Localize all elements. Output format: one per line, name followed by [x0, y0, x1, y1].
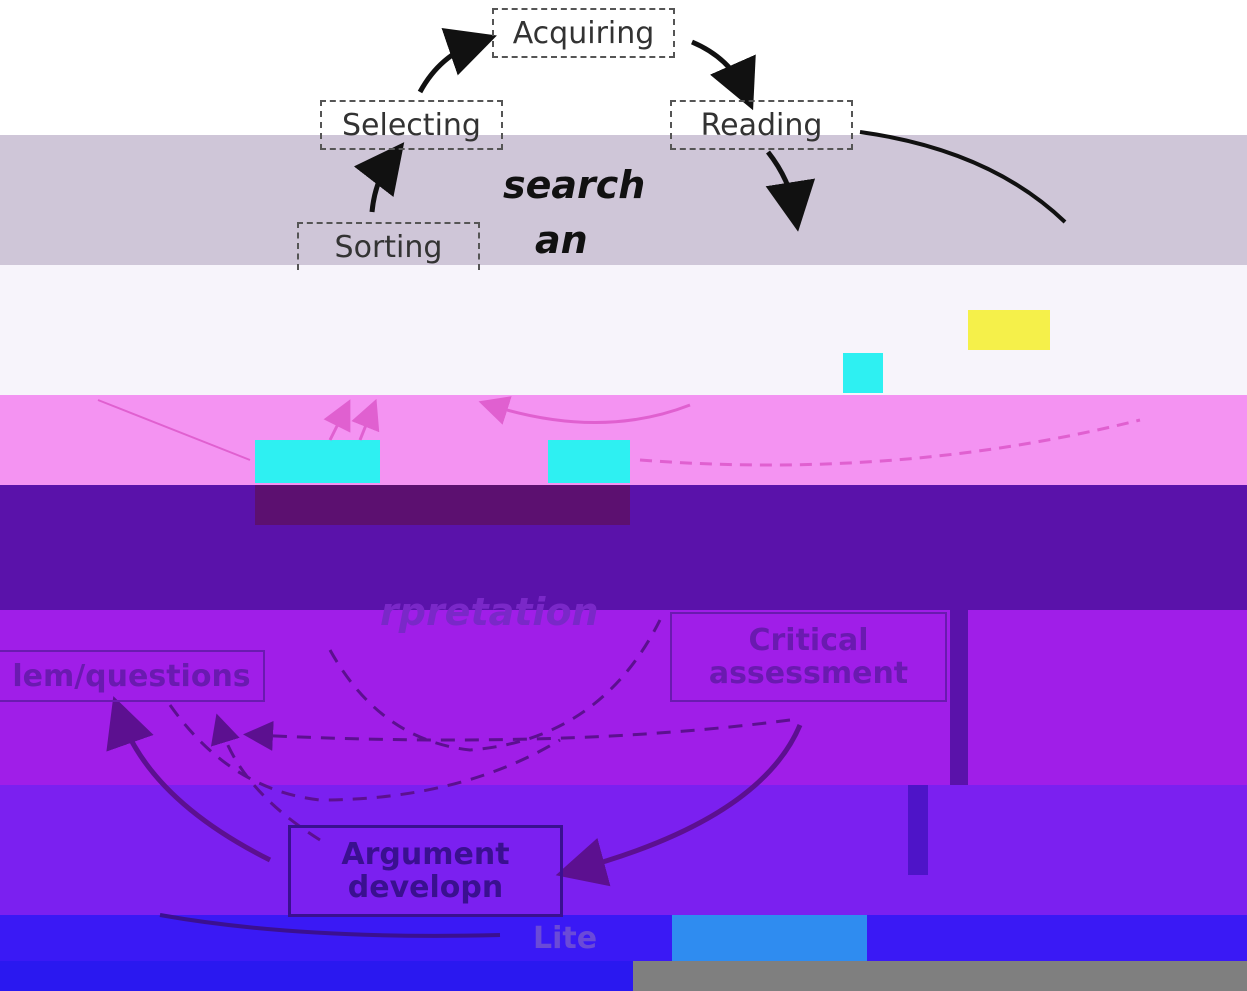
arrow-pink-dashed	[639, 418, 1141, 467]
arrow-pink-left	[97, 399, 251, 461]
violet-divider	[908, 785, 928, 875]
node-problem-questions: lem/questions	[0, 650, 265, 702]
arrow-reading-outer	[859, 130, 1067, 224]
violet-divider	[950, 610, 968, 785]
section-label-search-partial: an	[535, 218, 588, 262]
node-argument-development: Argument developn	[288, 825, 563, 917]
node-selecting-label: Selecting	[342, 107, 481, 143]
arrow-dashed-loop-2	[168, 704, 561, 802]
node-acquiring-label: Acquiring	[512, 15, 655, 51]
background-magenta-band	[0, 610, 1247, 785]
arrow-dashed-critical	[243, 718, 791, 751]
section-label-interpretation: rpretation	[380, 590, 599, 634]
section-label-search: search	[503, 163, 646, 207]
node-literature: Lite	[500, 915, 630, 961]
cyan-artifact	[548, 440, 630, 483]
node-sorting-label: Sorting	[334, 229, 443, 265]
background-violet-band	[0, 785, 1247, 915]
arrow-acquiring-to-reading	[691, 39, 756, 111]
arrow-selecting-to-acquiring	[417, 28, 497, 94]
node-selecting: Selecting	[320, 100, 503, 150]
node-reading: Reading	[670, 100, 853, 150]
arrow-dashed-loop-1	[328, 619, 662, 752]
background-white-top	[0, 0, 1247, 135]
node-critical-assessment: Critical assessment	[670, 612, 947, 702]
arrow-critical-to-argument	[555, 724, 803, 887]
yellow-artifact	[968, 310, 1050, 350]
arrow-sorting-to-selecting	[353, 142, 405, 213]
dark-artifact	[255, 485, 630, 525]
arrow-bottom	[159, 913, 501, 938]
arrow-pink-curve	[478, 396, 691, 425]
node-literature-label: Lite	[532, 920, 598, 956]
arrow-pink-up-1	[323, 399, 351, 441]
node-argument-development-label: Argument developn	[341, 837, 510, 905]
node-problem-questions-label: lem/questions	[12, 658, 251, 694]
node-acquiring: Acquiring	[492, 8, 675, 58]
node-sorting: Sorting	[297, 222, 480, 270]
cyan-artifact	[843, 353, 883, 393]
arrow-to-problem	[106, 696, 272, 863]
gray-block	[633, 961, 1247, 991]
blue-artifact	[672, 915, 867, 961]
node-reading-label: Reading	[700, 107, 823, 143]
node-critical-assessment-label: Critical assessment	[708, 623, 909, 691]
arrow-dashed-up	[210, 713, 321, 842]
arrow-reading-down	[765, 150, 816, 232]
cyan-artifact	[255, 440, 380, 483]
arrow-pink-up-2	[351, 398, 380, 441]
